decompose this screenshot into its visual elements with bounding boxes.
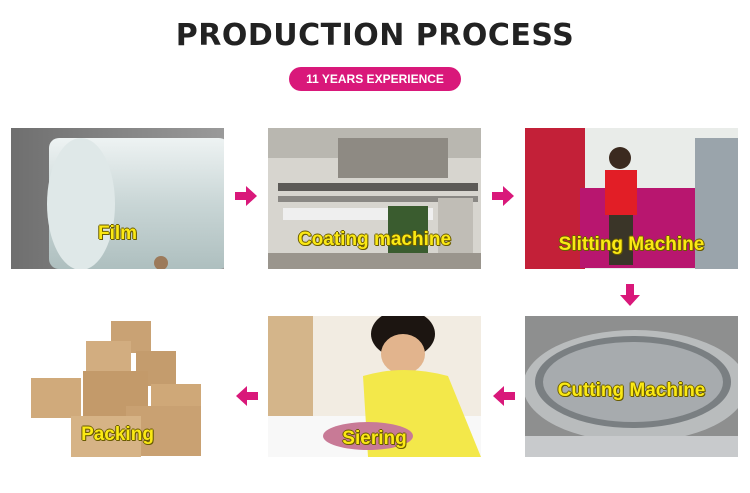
step-cutting-machine: Cutting Machine bbox=[525, 316, 738, 457]
arrow-down-icon bbox=[620, 284, 640, 306]
film-roll-photo bbox=[11, 128, 224, 269]
arrow-left-icon bbox=[493, 386, 515, 406]
sieving-worker-photo bbox=[268, 316, 481, 457]
coating-machine-photo bbox=[268, 128, 481, 269]
step-packing: Packing bbox=[11, 316, 224, 457]
step-label: Film bbox=[97, 223, 138, 244]
step-label: Siering bbox=[342, 428, 407, 449]
step-label: Coating machine bbox=[297, 229, 452, 250]
cutting-machine-photo bbox=[525, 316, 738, 457]
step-film: Film bbox=[11, 128, 224, 269]
step-label: Slitting Machine bbox=[558, 234, 705, 255]
arrow-right-icon bbox=[235, 186, 257, 206]
slitting-machine-photo bbox=[525, 128, 738, 269]
page-title: PRODUCTION PROCESS bbox=[175, 18, 575, 53]
cardboard-boxes-photo bbox=[11, 316, 224, 457]
arrow-right-icon bbox=[492, 186, 514, 206]
step-label: Packing bbox=[81, 424, 154, 445]
arrow-left-icon bbox=[236, 386, 258, 406]
step-siering: Siering bbox=[268, 316, 481, 457]
experience-badge: 11 YEARS EXPERIENCE bbox=[289, 67, 461, 91]
step-slitting-machine: Slitting Machine bbox=[525, 128, 738, 269]
step-coating-machine: Coating machine bbox=[268, 128, 481, 269]
step-label: Cutting Machine bbox=[557, 380, 706, 401]
